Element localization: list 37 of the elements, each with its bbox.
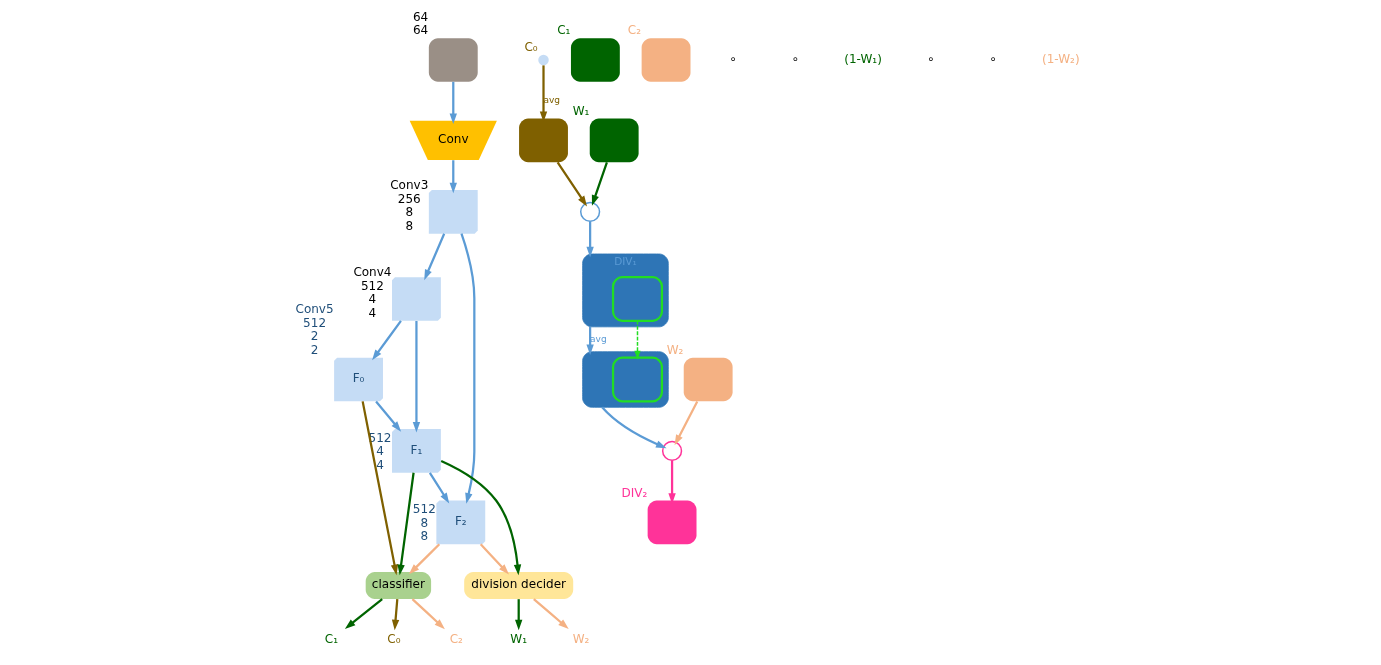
node-label: 64 (412, 9, 429, 24)
node-label: C₁ (557, 23, 571, 38)
node-label: 8 (420, 515, 429, 530)
node-label: C₀ (524, 39, 538, 54)
node-label: 8 (420, 529, 429, 544)
node-text: C₂ (449, 632, 463, 647)
node-label: 64 (412, 23, 429, 38)
node-label: 2 (310, 342, 319, 357)
node-label: Conv4 (353, 265, 392, 280)
node-label: 8 (405, 205, 414, 220)
node-label: 4 (368, 292, 377, 307)
label: ∘ (791, 51, 800, 66)
node-label: W₂ (666, 342, 684, 357)
node-label: 256 (397, 191, 421, 206)
node-label: 512 (303, 315, 327, 330)
label: ∘ (989, 51, 997, 66)
label: ∘ (926, 51, 935, 66)
node-label: 4 (376, 457, 384, 472)
label: (1-W₁) (844, 51, 882, 66)
node-label: 512 (360, 278, 384, 293)
node-label: 512 (412, 502, 436, 517)
node-label: 2 (310, 329, 319, 344)
label: (1-W₂) (1042, 51, 1080, 66)
node-label: W₁ (572, 103, 590, 118)
edge-label: avg (590, 333, 607, 344)
node-label: 4 (376, 444, 384, 459)
label: ∘ (729, 51, 737, 66)
node-label: DIV₂ (621, 485, 648, 500)
node-label: 8 (405, 218, 414, 233)
node-label: C₂ (627, 23, 642, 38)
node-text: W₁ (510, 632, 528, 647)
node-label: Conv3 (390, 178, 429, 193)
node-label: Conv5 (295, 302, 334, 317)
node-text: W₂ (572, 632, 590, 647)
node-text: C₀ (387, 632, 401, 647)
node-label: 4 (368, 305, 377, 320)
node-text: C₁ (324, 632, 339, 647)
